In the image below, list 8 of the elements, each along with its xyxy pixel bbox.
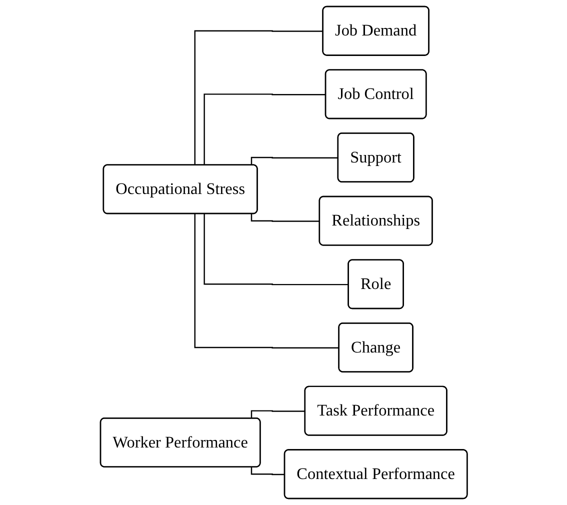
connector: [250, 214, 320, 222]
connector: [203, 214, 348, 286]
connector: [250, 410, 305, 419]
connector: [250, 467, 285, 476]
connector: [250, 156, 338, 166]
connector: [203, 94, 326, 166]
connector: [194, 30, 323, 166]
connector: [194, 214, 339, 348]
